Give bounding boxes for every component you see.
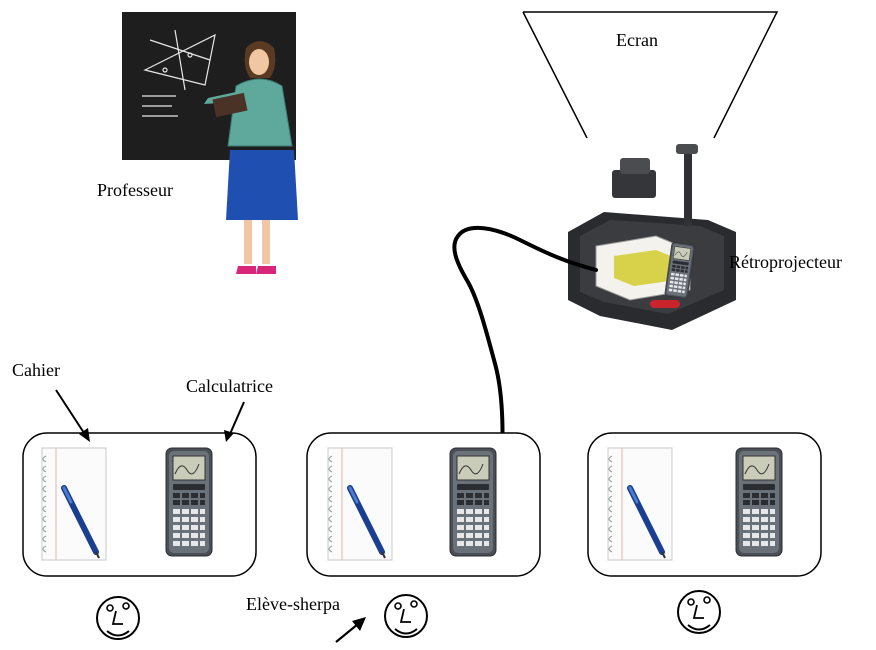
teacher-label: Professeur <box>97 180 173 200</box>
notebook-icon <box>42 448 106 560</box>
calculator-icon <box>735 447 783 557</box>
teacher-illustration <box>122 12 298 274</box>
calculator-arrow <box>224 401 245 442</box>
chalk-drawing <box>142 29 216 117</box>
sherpa-student-label: Elève-sherpa <box>246 594 340 614</box>
desk-2 <box>306 432 541 577</box>
connection-cable <box>452 225 598 460</box>
notebook-label: Cahier <box>12 360 60 380</box>
student-face-3 <box>677 590 721 634</box>
projector-label: Rétroprojecteur <box>729 252 842 272</box>
calculator-icon <box>165 447 213 557</box>
screen-trapezoid <box>522 11 779 139</box>
notebook-arrow <box>55 389 90 442</box>
notebook-icon <box>328 448 392 560</box>
sherpa-arrow <box>335 617 366 643</box>
desk-1 <box>22 432 257 577</box>
calculator-icon <box>449 447 497 557</box>
notebook-icon <box>608 448 672 560</box>
overhead-projector <box>568 144 736 330</box>
calculator-label: Calculatrice <box>186 376 273 396</box>
desk-3 <box>587 432 822 577</box>
student-face-1 <box>96 596 140 640</box>
screen-label: Ecran <box>616 30 658 50</box>
student-face-sherpa <box>384 594 428 638</box>
